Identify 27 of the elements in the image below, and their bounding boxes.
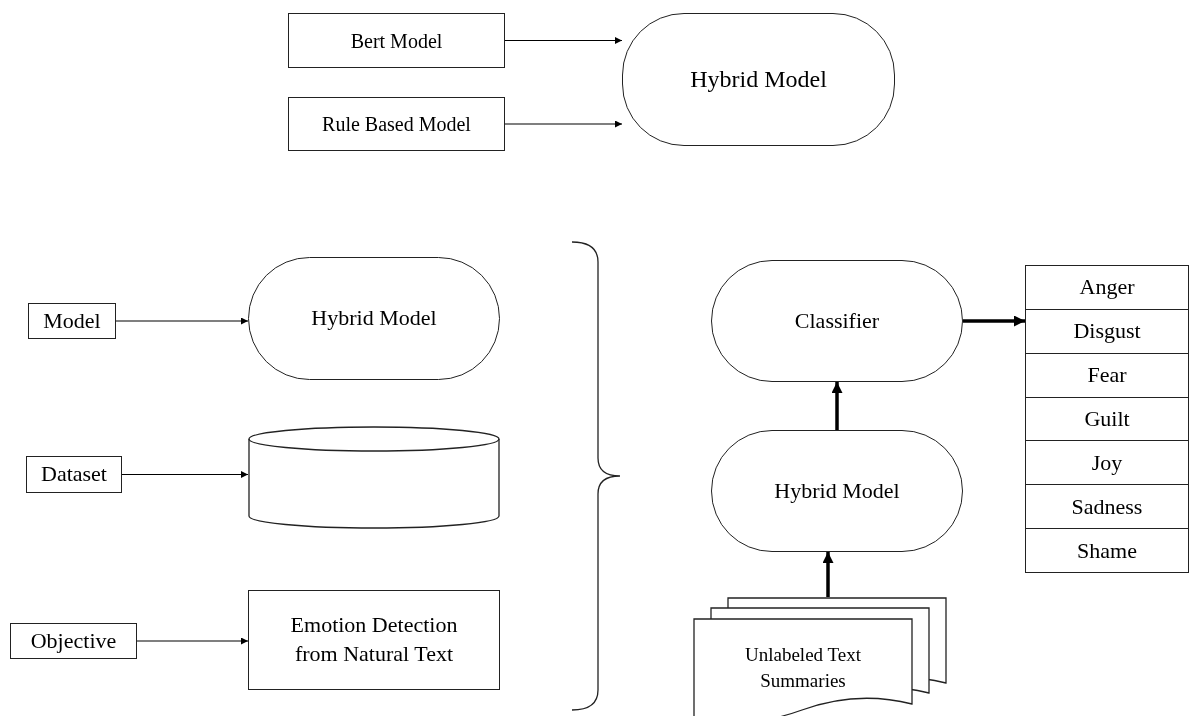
emotion-label: Shame xyxy=(1026,528,1188,572)
node-label: Emotion Detection from Natural Text xyxy=(289,611,459,668)
emotion-label: Guilt xyxy=(1026,396,1188,441)
node-label: Objective xyxy=(29,626,118,655)
emotion-label: Joy xyxy=(1026,440,1188,485)
emotion-label: Disgust xyxy=(1026,308,1188,353)
arrow xyxy=(121,471,249,478)
emotion-label: Anger xyxy=(1078,273,1136,302)
node-label: Hybrid Model xyxy=(773,476,901,505)
arrow xyxy=(504,120,623,128)
node-label: Rule Based Model xyxy=(321,112,472,137)
node-label: Classifier xyxy=(793,306,881,335)
arrow xyxy=(115,317,249,325)
emotion-label: Sadness xyxy=(1026,484,1188,529)
emotion-label: Fear xyxy=(1026,352,1188,397)
arrow xyxy=(822,552,834,597)
arrow xyxy=(831,382,843,430)
arrow xyxy=(136,637,249,645)
arrow xyxy=(963,315,1025,327)
node-label: Bert Model xyxy=(349,28,444,54)
node-label: Dataset xyxy=(40,460,108,489)
emotion-list xyxy=(1025,265,1189,573)
node-label: Model xyxy=(42,306,102,335)
node-label: Hybrid Model xyxy=(310,304,438,333)
node-label: Hybrid Model xyxy=(689,64,828,94)
arrow xyxy=(504,37,623,44)
node-label: Unlabeled Text Summaries xyxy=(744,643,862,693)
